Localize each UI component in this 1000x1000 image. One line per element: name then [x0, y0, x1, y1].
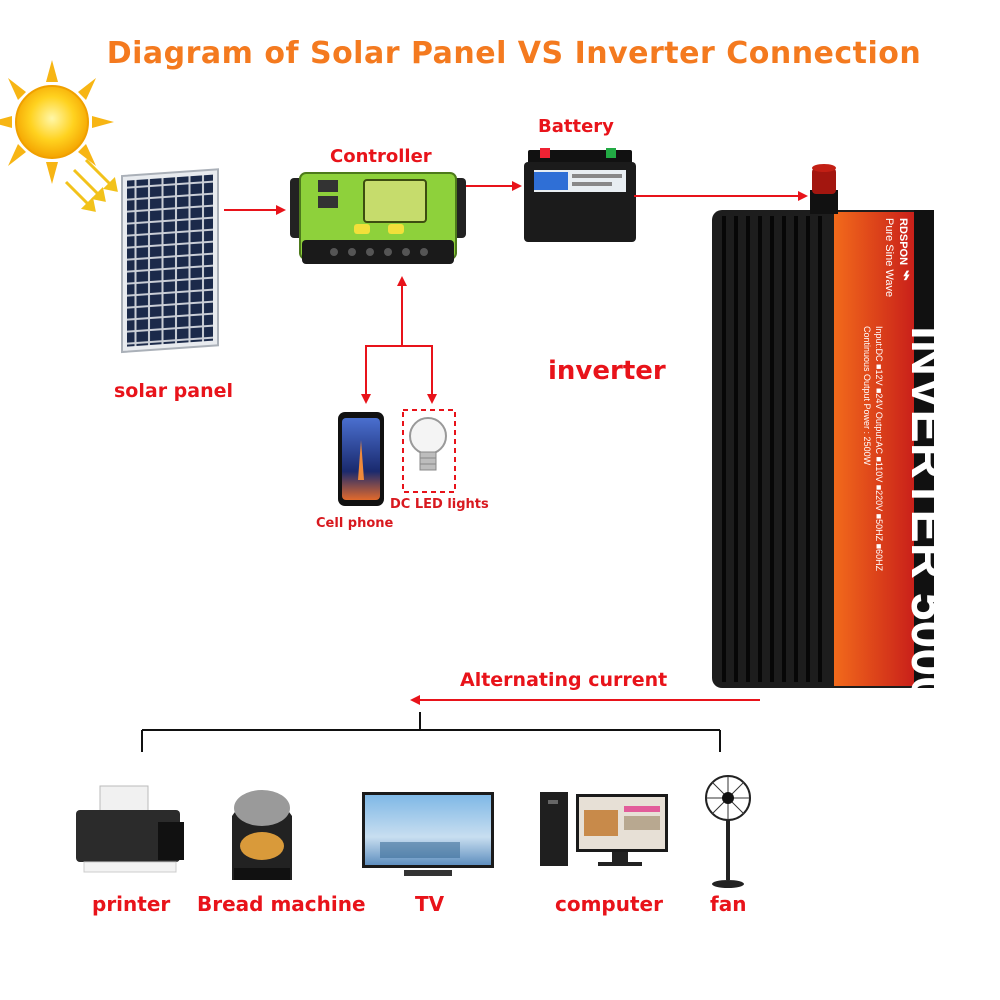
- computer-image: [540, 792, 668, 866]
- diagram-title: Diagram of Solar Panel VS Inverter Conne…: [106, 36, 922, 71]
- printer-image: [76, 785, 184, 873]
- dc-load-branch: [365, 345, 433, 396]
- alternating-current-label: Alternating current: [460, 669, 668, 691]
- tv-image: [362, 792, 494, 876]
- appliance-label-tv: TV: [415, 892, 445, 916]
- inverter-wave-text: Pure Sine Wave: [883, 218, 895, 297]
- cell-phone-image: [338, 412, 384, 506]
- appliance-label-computer: computer: [555, 892, 663, 916]
- ac-distribution-line: [141, 712, 721, 752]
- inverter-image: RDSPON ⌁ Pure Sine Wave INVERTER 5000W I…: [712, 164, 957, 752]
- dc-led-lights-label: DC LED lights: [390, 497, 489, 512]
- dc-led-bulb-image: [402, 409, 456, 493]
- inverter-spec-input: Input:DC ■12V ■24V Output:AC ■110V ■220V…: [874, 326, 884, 572]
- solar-panel-image: [121, 168, 219, 354]
- battery-image: [524, 148, 636, 242]
- cell-phone-label: Cell phone: [316, 516, 394, 531]
- svg-text:⌁: ⌁: [897, 270, 917, 281]
- appliance-label-fan: fan: [710, 892, 747, 916]
- controller-image: [290, 172, 466, 264]
- solar-panel-label: solar panel: [114, 380, 234, 402]
- sun-icon: [0, 60, 118, 212]
- battery-label: Battery: [538, 116, 614, 137]
- inverter-spec-output: Continuous Output Power : 2500W: [862, 326, 872, 466]
- appliance-label-printer: printer: [92, 892, 171, 916]
- controller-label: Controller: [330, 146, 432, 167]
- fan-image: [705, 775, 751, 888]
- bread-machine-image: [232, 790, 292, 880]
- inverter-brand-text: RDSPON: [897, 218, 909, 265]
- inverter-model-text: INVERTER 5000W: [901, 326, 957, 752]
- inverter-label: inverter: [548, 356, 666, 386]
- appliance-label-bread-machine: Bread machine: [197, 892, 366, 916]
